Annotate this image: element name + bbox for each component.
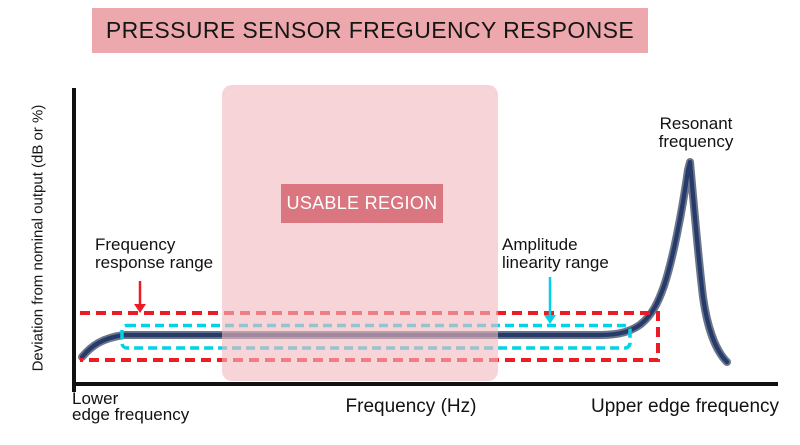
title-banner: PRESSURE SENSOR FREGUENCY RESPONSE (92, 8, 648, 53)
frequency-response-range-label: Frequency response range (95, 235, 214, 272)
usable-region-label-box: USABLE REGION (281, 184, 443, 223)
amplitude-linearity-range-label: Amplitude linearity range (502, 235, 609, 272)
response-curve-line (79, 159, 730, 365)
page-title: PRESSURE SENSOR FREGUENCY RESPONSE (105, 17, 635, 43)
x-axis-upper-edge-label: Upper edge frequency (591, 396, 780, 417)
usable-region-label: USABLE REGION (286, 193, 438, 213)
y-axis-label: Deviation from nominal output (dB or %) (29, 104, 47, 372)
x-axis-lower-edge-label: Lower edge frequency (72, 389, 190, 424)
amplitude-linearity-range-arrowhead (544, 315, 556, 324)
frequency-response-range-arrowhead (134, 304, 146, 313)
usable-region-overlay (222, 85, 498, 381)
x-axis-label: Frequency (Hz) (345, 396, 477, 417)
resonant-frequency-label: Resonant frequency (658, 114, 734, 151)
